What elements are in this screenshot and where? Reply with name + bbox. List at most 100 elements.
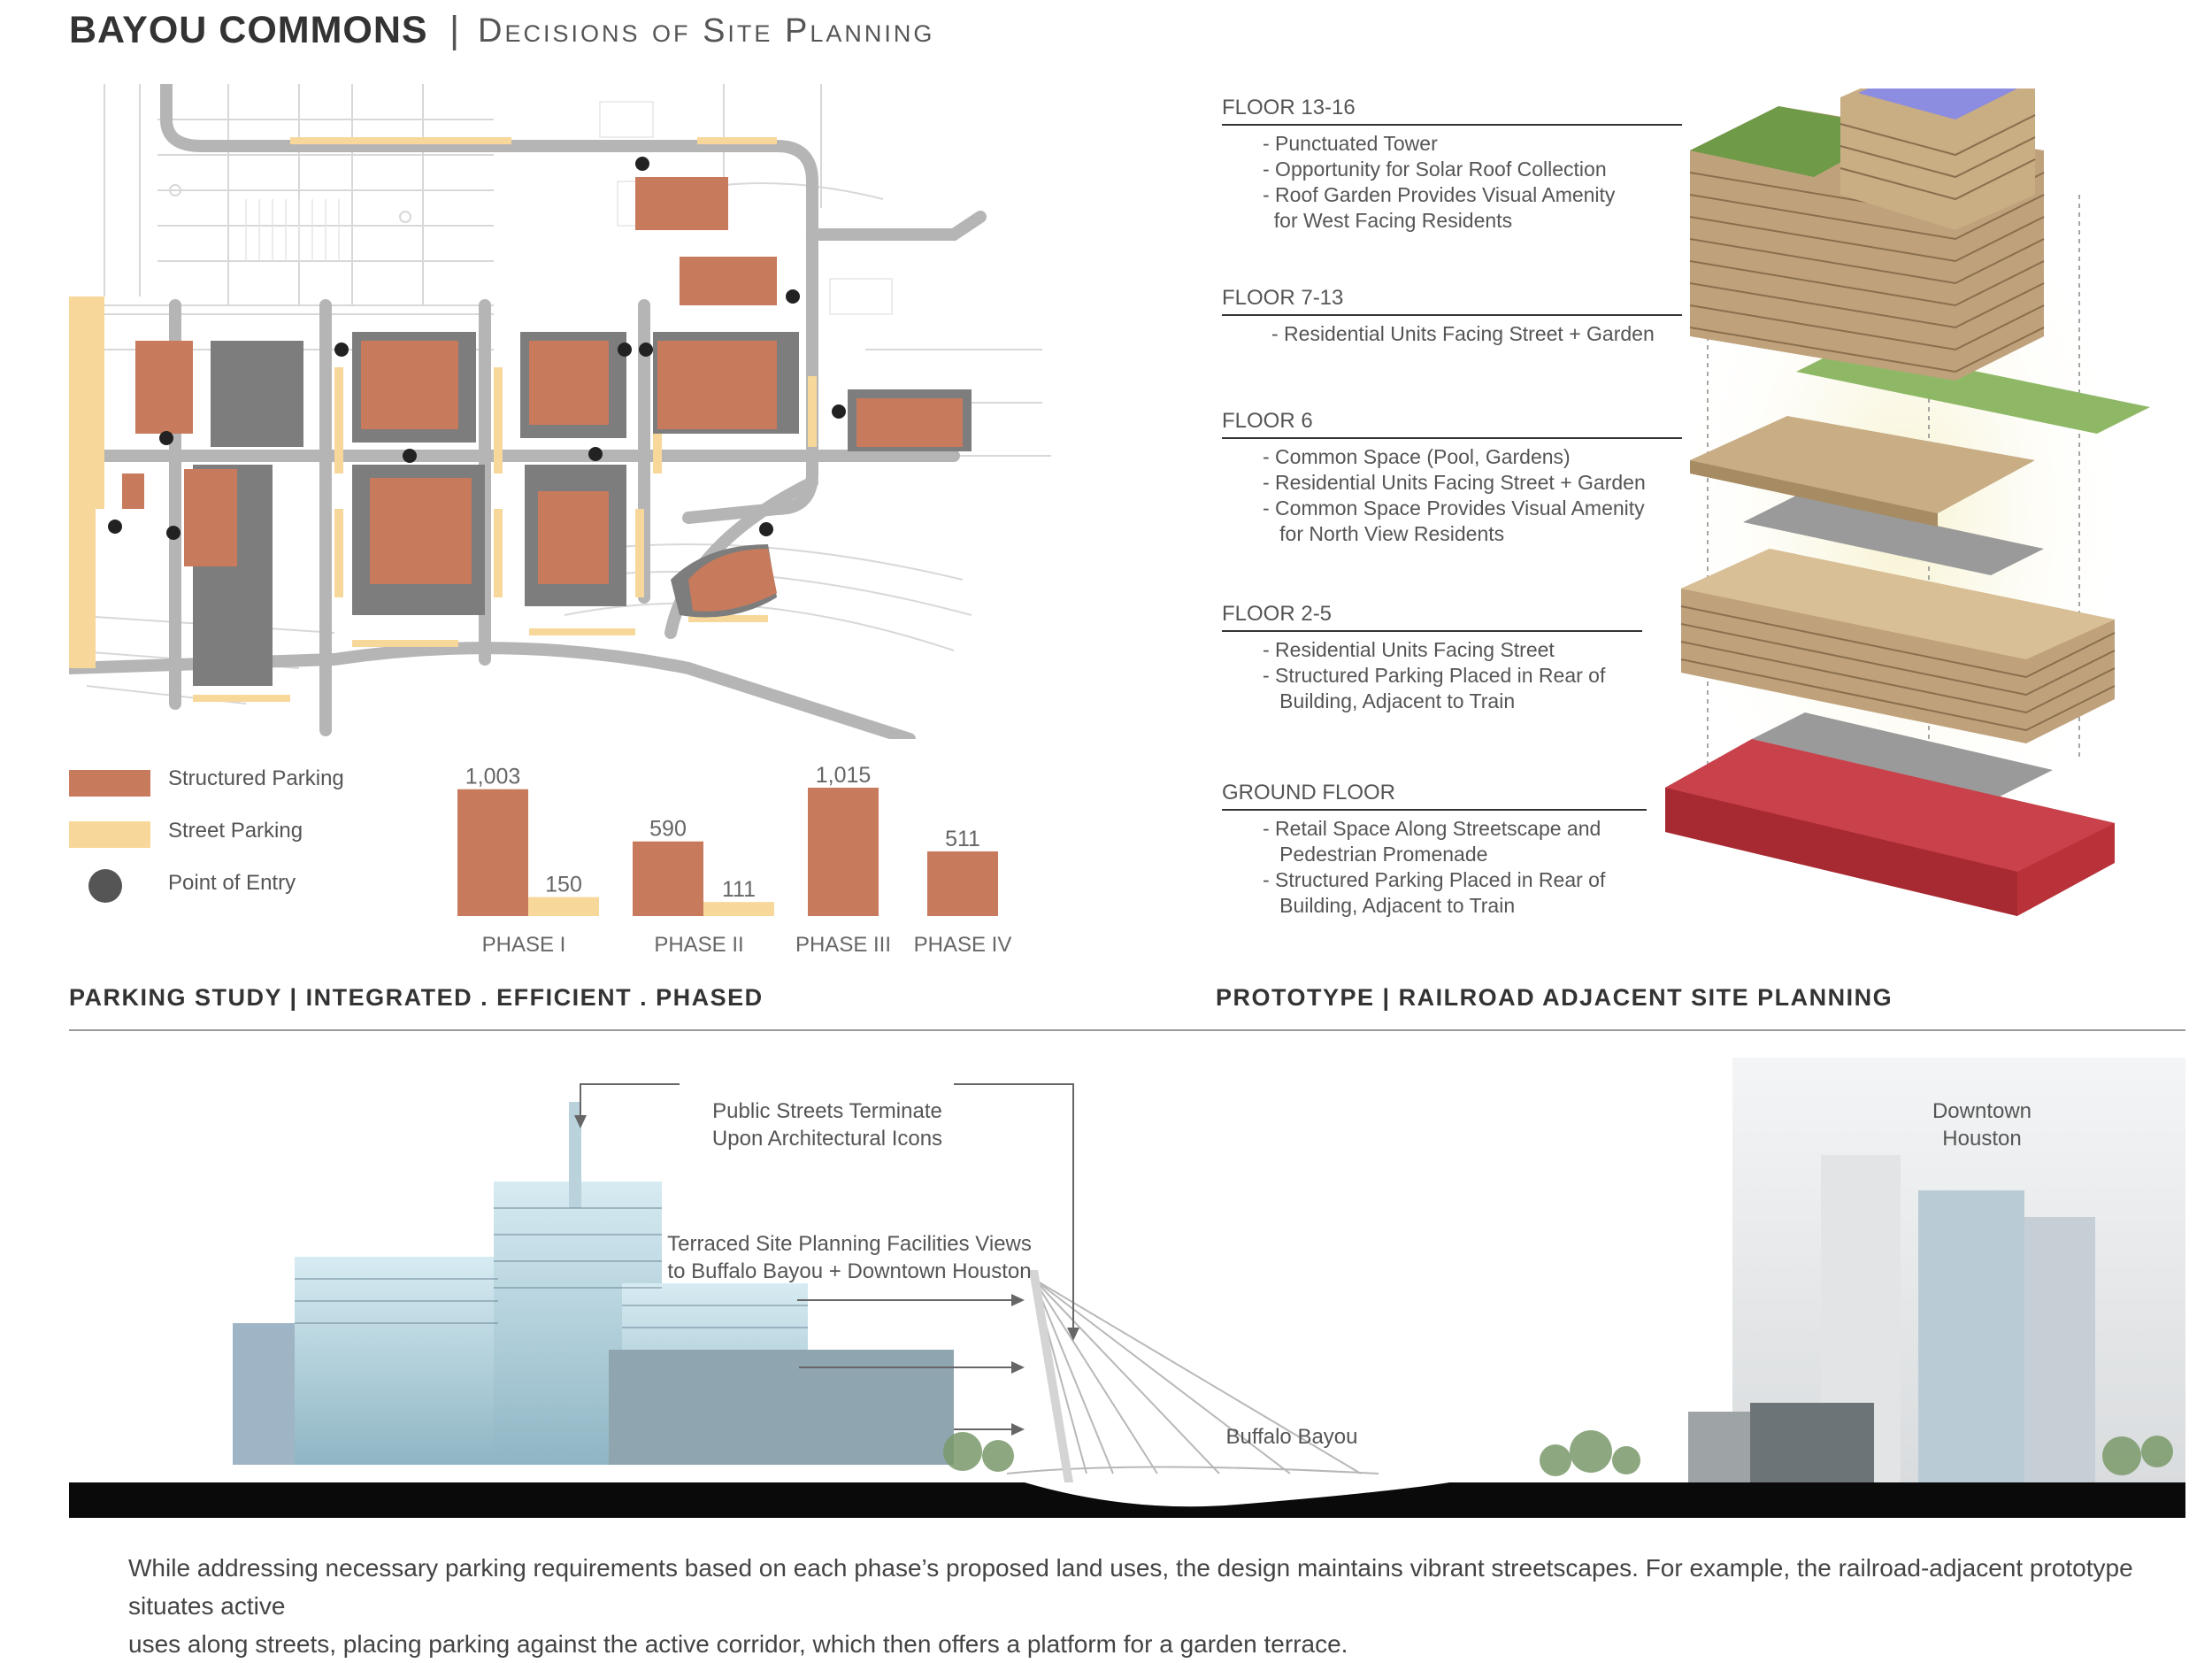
- floors-2-5-stack: [1680, 549, 2116, 743]
- downtown-building: [1688, 1412, 1750, 1491]
- bar-value-label: 511: [945, 827, 980, 851]
- category-label: PHASE I: [482, 933, 566, 956]
- bar-structured-parking: [457, 789, 528, 916]
- floor-rule: [1222, 124, 1682, 126]
- street-parking-strips: [69, 137, 817, 702]
- floor-item: - Retail Space Along Streetscape and: [1263, 817, 1601, 840]
- ground-section: [69, 1482, 2185, 1518]
- floor-block-7-13: FLOOR 7-13 - Residential Units Facing St…: [1222, 286, 1682, 347]
- downtown-building: [1750, 1403, 1874, 1491]
- exploded-tower-axonometric: [1665, 89, 2150, 916]
- floor-rule: [1222, 437, 1682, 439]
- podium-building: [609, 1350, 954, 1465]
- floor-item: - Residential Units Facing Street + Gard…: [1271, 322, 1655, 345]
- callout-line: Houston: [1942, 1127, 2022, 1151]
- callout-downtown-houston: Downtown Houston: [1902, 1097, 2062, 1152]
- bar-structured-parking: [633, 841, 703, 916]
- floor-block-2-5: FLOOR 2-5 - Residential Units Facing Str…: [1222, 602, 1642, 714]
- bar-street-parking: [703, 902, 774, 916]
- caption: While addressing necessary parking requi…: [128, 1549, 2190, 1663]
- floor-rule: [1222, 809, 1647, 811]
- facade-lines: [295, 1207, 808, 1328]
- bar-street-parking: [528, 897, 599, 916]
- trees: [943, 1430, 2173, 1476]
- floor-item: for West Facing Residents: [1263, 209, 1513, 232]
- floor-title: FLOOR 7-13: [1222, 286, 1344, 310]
- floor-rule: [1222, 630, 1642, 632]
- floor-item: - Structured Parking Placed in Rear of: [1263, 664, 1606, 687]
- floor-item: Building, Adjacent to Train: [1263, 894, 1516, 917]
- page-subtitle: Decisions of Site Planning: [478, 12, 935, 50]
- callout-terraced-planning: Terraced Site Planning Facilities Views …: [655, 1230, 1044, 1285]
- parking-level: [1752, 712, 2053, 797]
- title-separator: |: [449, 9, 460, 51]
- legend-label-structured: Structured Parking: [168, 766, 344, 790]
- bar-structured-parking: [808, 788, 879, 916]
- floor-item: - Common Space (Pool, Gardens): [1263, 445, 1571, 468]
- prototype-heading: PROTOTYPE | RAILROAD ADJACENT SITE PLANN…: [1216, 984, 1893, 1011]
- floor-item: - Opportunity for Solar Roof Collection: [1263, 158, 1607, 181]
- floor-block-ground: GROUND FLOOR - Retail Space Along Street…: [1222, 781, 1647, 919]
- callout-line: Downtown: [1932, 1099, 2032, 1123]
- callout-line: to Buffalo Bayou + Downtown Houston: [667, 1259, 1032, 1283]
- floor-6-base: [1743, 496, 2044, 575]
- floors-13-16-stack: [1839, 89, 2036, 230]
- legend-label-entry: Point of Entry: [168, 871, 296, 895]
- section-divider: [69, 1029, 2185, 1031]
- category-label: PHASE III: [795, 933, 891, 956]
- floor-title: FLOOR 2-5: [1222, 602, 1333, 626]
- bar-value-label: 1,015: [816, 763, 872, 788]
- roads: [69, 84, 987, 739]
- category-label: PHASE IV: [914, 933, 1012, 956]
- bar-value-label: 590: [649, 817, 687, 842]
- floor-item: - Roof Garden Provides Visual Amenity: [1263, 183, 1616, 206]
- caption-line: While addressing necessary parking requi…: [128, 1554, 2133, 1620]
- floor-item: Pedestrian Promenade: [1263, 843, 1488, 866]
- floor-item: - Structured Parking Placed in Rear of: [1263, 868, 1606, 891]
- legend-swatch-street: [69, 821, 150, 848]
- residential-block: [295, 1257, 498, 1465]
- arrow-heads: [574, 1115, 1079, 1436]
- floor-item: Building, Adjacent to Train: [1263, 689, 1516, 712]
- callout-public-streets: Public Streets Terminate Upon Architectu…: [672, 1097, 982, 1152]
- legend-swatch-structured: [69, 770, 150, 797]
- floor-item: - Residential Units Facing Street: [1263, 638, 1555, 661]
- callout-line: Upon Architectural Icons: [711, 1127, 943, 1151]
- category-label: PHASE II: [654, 933, 743, 956]
- downtown-tower: [1918, 1190, 2024, 1482]
- site-section-elevation: [69, 1058, 2185, 1518]
- page-title: BAYOU COMMONS: [69, 9, 428, 51]
- floor-title: GROUND FLOOR: [1222, 781, 1396, 805]
- parking-study-heading: PARKING STUDY | INTEGRATED . EFFICIENT .…: [69, 984, 764, 1011]
- structured-parking-blocks: [122, 177, 963, 612]
- callout-line: Terraced Site Planning Facilities Views: [667, 1232, 1032, 1256]
- bar-structured-parking: [927, 851, 998, 916]
- floor-rule: [1222, 314, 1682, 316]
- solar-panels: [1858, 89, 2017, 119]
- floor-item: - Punctuated Tower: [1263, 132, 1438, 155]
- legend-label-street: Street Parking: [168, 819, 303, 843]
- callout-line: Public Streets Terminate: [712, 1099, 942, 1123]
- floor-title: FLOOR 13-16: [1222, 96, 1356, 119]
- floor-item: - Residential Units Facing Street + Gard…: [1263, 471, 1646, 494]
- legend-swatch-entry: [88, 869, 122, 903]
- callout-arrows: [580, 1083, 1074, 1430]
- floor-block-13-16: FLOOR 13-16 - Punctuated Tower - Opportu…: [1222, 96, 1682, 234]
- floor-block-6: FLOOR 6 - Common Space (Pool, Gardens) -…: [1222, 409, 1682, 547]
- bar-value-label: 111: [722, 877, 756, 902]
- floor-item: for North View Residents: [1263, 522, 1505, 545]
- tower-spire: [569, 1102, 581, 1208]
- caption-line: uses along streets, placing parking agai…: [128, 1630, 1348, 1658]
- floor-title: FLOOR 6: [1222, 409, 1313, 433]
- site-plan-map: [69, 84, 1051, 739]
- bar-value-label: 1,003: [465, 765, 521, 789]
- bridge-mast: [1029, 1270, 1073, 1482]
- bayou-bridge: [1006, 1278, 1379, 1474]
- entry-points: [108, 157, 846, 540]
- callout-buffalo-bayou: Buffalo Bayou: [1225, 1425, 1358, 1449]
- downtown-tower: [2024, 1217, 2095, 1482]
- ground-floor-slab: [1665, 739, 2115, 916]
- floor-item: - Common Space Provides Visual Amenity: [1263, 497, 1645, 520]
- bar-value-label: 150: [545, 873, 582, 897]
